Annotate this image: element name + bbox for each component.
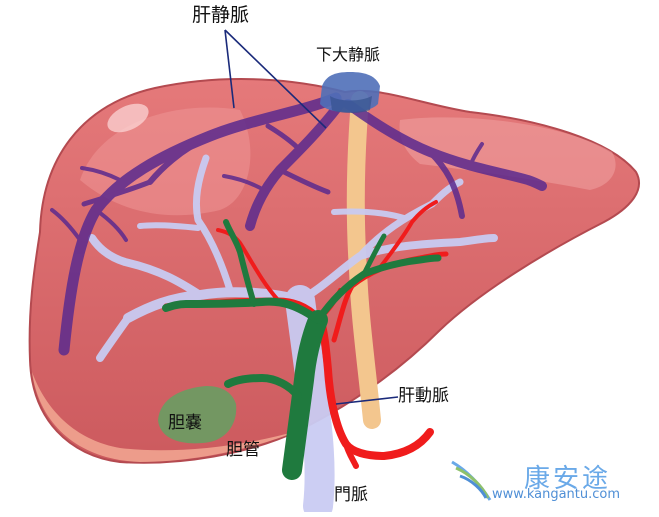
left-lobe-highlight <box>399 117 616 190</box>
gallbladder-label: 胆嚢 <box>168 413 202 433</box>
brand-logo-icon <box>451 460 492 501</box>
portal-vein-label: 門脈 <box>334 485 368 505</box>
gloss-spot <box>107 103 149 133</box>
watermark-name: 康安途 <box>524 464 612 494</box>
bile-duct <box>162 219 442 480</box>
hepatic-vein-label: 肝静脈 <box>192 4 250 26</box>
label-leaders <box>224 29 399 405</box>
bile-duct-label: 胆管 <box>226 440 260 460</box>
ivc-label: 下大静脈 <box>316 45 381 64</box>
hepatic-artery-label: 肝動脈 <box>398 386 449 406</box>
ivc-shadow <box>330 96 372 113</box>
watermark-url: www.kangantu.com <box>492 487 621 502</box>
falciform-ligament <box>346 91 381 429</box>
gallbladder <box>158 386 237 444</box>
